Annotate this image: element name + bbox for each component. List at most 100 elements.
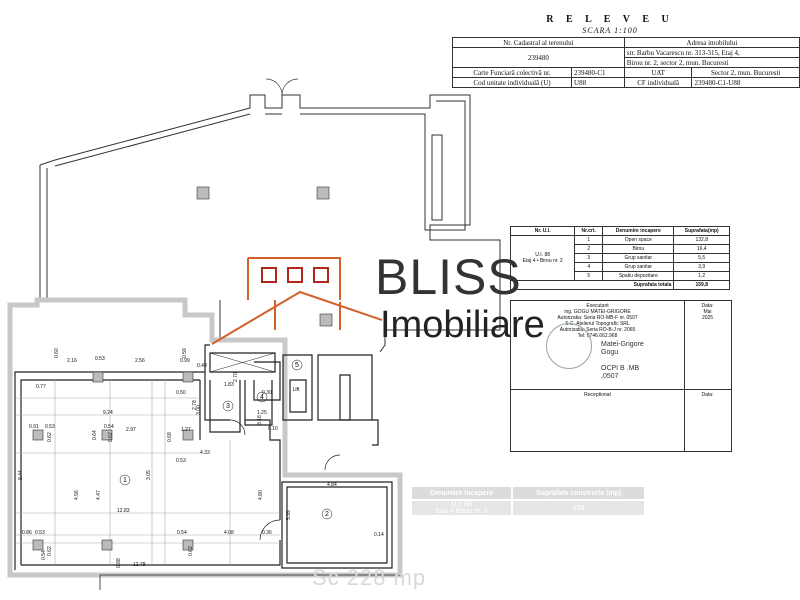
dim-2-78-v: 2.78 — [192, 400, 198, 410]
dim-4-08: 4.08 — [224, 530, 234, 536]
date-month: Mai — [703, 309, 712, 315]
receptionat-label: Receptionat — [584, 392, 611, 398]
watermark-imobiliare: Imobiliare — [380, 304, 545, 346]
dim-5-99: 5.99 — [286, 510, 292, 520]
row-nr: 5 — [574, 271, 604, 281]
dim-2-56: 2.56 — [135, 358, 145, 364]
summary-value: 228 — [511, 499, 646, 517]
row-area: 132,8 — [673, 235, 730, 245]
dim-2-16: 2.16 — [67, 358, 77, 364]
sc-area-label: Sc 228 mp — [312, 565, 427, 590]
cod-value: U88 — [571, 77, 625, 88]
summary-unit-sub: Etaj 4 Birou nr. 3 — [435, 508, 488, 515]
unit-sub: Etaj 4 • Birou nr. 2 — [522, 258, 563, 264]
row-area: 5,5 — [673, 253, 730, 263]
dim-1-50-v: 0.59 — [182, 348, 188, 358]
dim-0-54b: 0.54 — [177, 530, 187, 536]
rooms-table: Nr. U.I. Nr.crt. Denumire incapere Supra… — [509, 226, 730, 290]
room-number-3: 3 — [226, 403, 230, 410]
dim-3-00: 3.00 — [196, 405, 202, 415]
row-name: Grup sanitar — [602, 253, 675, 263]
cadastral-table: Nr. Cadastral al terenului Adresa imobil… — [451, 37, 800, 88]
dim-12-83: 12.83 — [117, 508, 130, 514]
summary-col1: Denumire incapere — [409, 485, 514, 501]
dim-0-99: 0.99 — [180, 358, 190, 364]
row-nr: 1 — [574, 235, 604, 245]
watermark-bliss: BLISS — [375, 249, 522, 305]
executant-name: ing. GOGU MATEI-GRIGORE — [564, 309, 631, 315]
date-year: 2025 — [701, 315, 714, 321]
row-name: Open space — [602, 235, 675, 245]
dim-0-77: 0.77 — [36, 384, 46, 390]
executant-auth1: Autorizatia: Seria RO-MB-F nr. 0507 — [557, 315, 638, 321]
dim-0-54-v: 0.54 — [41, 550, 47, 560]
executant-tel: Tel: 0746.662.968 — [577, 333, 618, 339]
summary-unit: U.I. 88 Etaj 4 Birou nr. 3 — [409, 499, 514, 517]
dim-0-50: 0.50 — [176, 390, 186, 396]
plan-title: R E L E V E U — [546, 14, 674, 25]
dim-0-53b: 0.53 — [45, 424, 55, 430]
dim-4-47: 4.47 — [96, 490, 102, 500]
dim-0-53c: 0.53 — [176, 458, 186, 464]
room-number-5: 5 — [295, 362, 299, 369]
row-nr: 3 — [574, 253, 604, 263]
summary-table: Denumire incapere Suprafata construita (… — [409, 485, 646, 517]
dim-0-48: 0.48 — [197, 363, 207, 369]
dim-0-88-v: 0.88 — [116, 558, 122, 568]
col-nr-ui: Nr. U.I. — [509, 226, 576, 236]
dim-0-54: 0.54 — [104, 424, 114, 430]
total-label: Suprafata totala — [509, 280, 675, 290]
cf-value: 239480-C1-U88 — [691, 77, 800, 88]
room-number-1: 1 — [123, 477, 127, 484]
row-area: 16,4 — [673, 244, 730, 254]
stamp-icon — [546, 323, 592, 369]
room-number-2: 2 — [325, 511, 329, 518]
dim-2-70: 2.70 — [233, 372, 239, 382]
dim-4-33: 4.33 — [200, 450, 210, 456]
summary-unit-label: U.I. 88 — [451, 501, 472, 508]
dim-1-25: 1.25 — [257, 410, 267, 416]
date-label: Data: — [701, 303, 714, 309]
dim-0-53: 0.53 — [95, 356, 105, 362]
dim-0-86: 0.86 — [22, 530, 32, 536]
dim-0-62-v2: 0.62 — [108, 432, 114, 442]
dim-1-27: 1.27 — [181, 427, 191, 433]
dim-0-91: 0.91 — [29, 424, 39, 430]
dim-3-18: 3.18 — [257, 415, 263, 425]
dim-0-36: 0.36 — [262, 530, 272, 536]
room-number-4: 4 — [260, 394, 264, 401]
col-nr-crt: Nr.crt. — [574, 226, 604, 236]
executant-label: Executant — [586, 303, 609, 309]
dim-4-80: 4.80 — [258, 490, 264, 500]
executant-block: Executant ing. GOGU MATEI-GRIGORE Autori… — [510, 300, 732, 452]
bliss-logo-icon — [211, 257, 383, 345]
executant-company: S.C. Atelierul Topografic SRL — [565, 321, 630, 327]
row-nr: 2 — [574, 244, 604, 254]
summary-col2: Suprafata construita (mp) — [511, 485, 646, 501]
signature-line-2: Gogu — [601, 349, 619, 356]
dim-0-14: 0.14 — [374, 532, 384, 538]
row-nr: 4 — [574, 262, 604, 272]
dim-3-05: 3.05 — [146, 470, 152, 480]
dim-2-97: 2.97 — [126, 427, 136, 433]
dim-0-62-v4: 0.62 — [188, 546, 194, 556]
plan-scale: SCARA 1:100 — [582, 26, 638, 35]
row-name: Grup sanitar — [602, 262, 675, 272]
dim-0-10: 0.10 — [268, 426, 278, 432]
dim-0-30: 0.30 — [262, 390, 272, 396]
row-name: Spatiu depozitare — [602, 271, 675, 281]
dim-9-24: 9.24 — [103, 410, 113, 416]
row-area: 3,9 — [673, 262, 730, 272]
executant-auth2: Autorizatia: Seria RO-B-J nr. 2065 — [559, 327, 636, 333]
dim-4-84: 4.84 — [327, 482, 337, 488]
dim-0-53d: 0.53 — [35, 530, 45, 536]
dim-0-64-v: 0.64 — [92, 430, 98, 440]
dim-0-62-v1: 0.62 — [47, 432, 53, 442]
row-name: Birou — [602, 244, 675, 254]
col-suprafata: Suprafata(mp) — [673, 226, 730, 236]
date-label-2: Data: — [701, 392, 714, 398]
row-area: 1,2 — [673, 271, 730, 281]
ocpi-stamp: OCPI B .MB — [601, 365, 640, 372]
dim-0-62-v3: 0.62 — [47, 546, 53, 556]
